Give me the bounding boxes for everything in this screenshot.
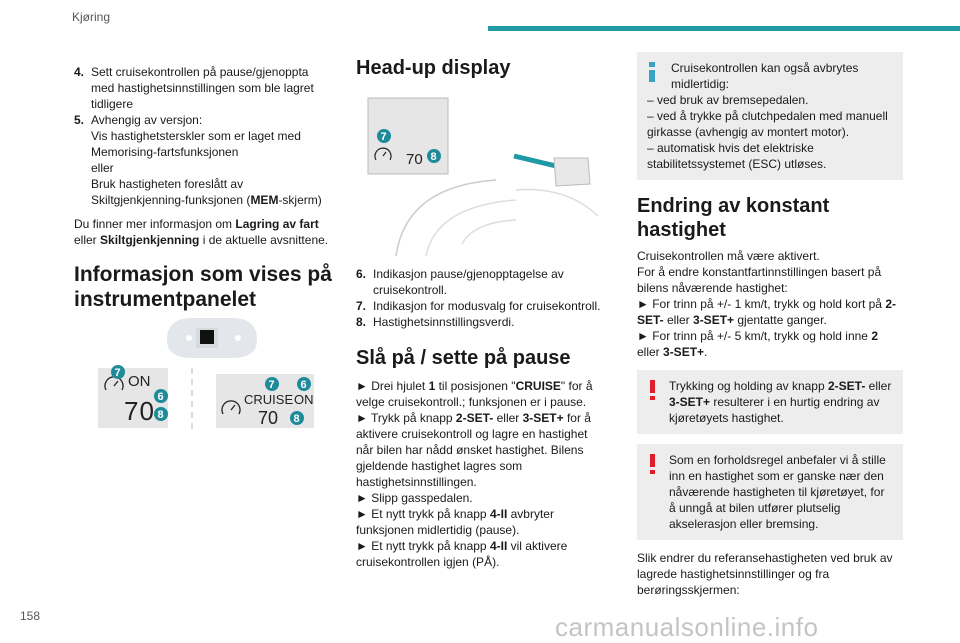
list-item-5: 5. Avhengig av versjon: Vis hastighetste… xyxy=(74,113,322,207)
step-1: ► Drei hjulet 1 til posisjonen "CRUISE" … xyxy=(356,379,593,409)
column-left: 4. Sett cruisekontrollen på pause/gjenop… xyxy=(74,64,334,312)
step-plus-minus-5: ► For trinn på +/- 5 km/t, trykk og hold… xyxy=(637,329,878,359)
warning-box-2: Som en forholdsregel anbefaler vi å stil… xyxy=(637,444,903,540)
heading-instrument-info: Informasjon som vises på instrumentpanel… xyxy=(74,263,332,311)
on-label-left: ON xyxy=(128,373,151,390)
speed-readout-left: 70 xyxy=(124,396,155,426)
watermark: carmanualsonline.info xyxy=(555,612,819,642)
callout-8-left: 8 xyxy=(158,409,164,421)
instrument-panel-figure: ON 70 7 6 8 CRUISE ON 70 7 6 8 xyxy=(98,318,314,432)
section-header: Kjøring xyxy=(72,10,111,24)
column-right: Cruisekontrollen kan også avbrytes midle… xyxy=(637,52,903,598)
dashboard-illustration xyxy=(395,153,599,257)
step-plus-minus-1: ► For trinn på +/- 1 km/t, trykk og hold… xyxy=(637,297,896,327)
callout-6-right: 6 xyxy=(301,379,307,391)
info-icon xyxy=(649,62,655,82)
more-info-paragraph: Du finner mer informasjon om Lagring av … xyxy=(74,217,329,247)
callout-7-left: 7 xyxy=(115,367,121,379)
step-2: ► Trykk på knapp 2-SET- eller 3-SET+ for… xyxy=(356,411,591,489)
legend-item-7: 7.Indikasjon for modusvalg for cruisekon… xyxy=(356,299,601,313)
warning-icon xyxy=(650,380,655,400)
step-4: ► Et nytt trykk på knapp 4-II avbryter f… xyxy=(356,507,554,537)
cruise-gauge-icon xyxy=(374,147,392,161)
legend-item-8: 8.Hastighetsinnstillingsverdi. xyxy=(356,315,515,329)
heading-head-up-display: Head-up display xyxy=(356,57,511,79)
callout-8-right: 8 xyxy=(294,413,300,425)
head-up-display-figure: 70 7 8 xyxy=(367,97,599,257)
heading-activate-pause: Slå på / sette på pause xyxy=(356,347,571,369)
header-accent-bar xyxy=(488,26,960,31)
legend-item-6: 6.Indikasjon pause/gjenopptagelse av cru… xyxy=(356,267,564,297)
step-5: ► Et nytt trykk på knapp 4-II vil aktive… xyxy=(356,539,568,569)
on-label-right: ON xyxy=(294,392,314,407)
hud-speed-readout: 70 xyxy=(406,151,423,168)
callout-6-left: 6 xyxy=(158,391,164,403)
steering-wheel-illustration xyxy=(167,318,257,358)
cruise-gauge-icon xyxy=(221,400,241,415)
page-number: 158 xyxy=(20,609,41,623)
heading-change-speed: Endring av konstant hastighet xyxy=(637,195,830,241)
warning-icon xyxy=(650,454,655,474)
speed-readout-right: 70 xyxy=(258,408,278,428)
callout-8-hud: 8 xyxy=(431,151,437,163)
hud-legend: 6.Indikasjon pause/gjenopptagelse av cru… xyxy=(356,266,606,570)
list-item-4: 4. Sett cruisekontrollen på pause/gjenop… xyxy=(74,65,314,111)
warning-box-1: Trykking og holding av knapp 2-SET- elle… xyxy=(637,370,903,434)
step-3: ► Slipp gasspedalen. xyxy=(356,491,473,505)
callout-7-right: 7 xyxy=(269,379,275,391)
info-box: Cruisekontrollen kan også avbrytes midle… xyxy=(637,52,903,180)
column-middle: Head-up display xyxy=(356,56,606,80)
callout-7-hud: 7 xyxy=(381,131,387,143)
cruise-label: CRUISE xyxy=(244,392,293,407)
